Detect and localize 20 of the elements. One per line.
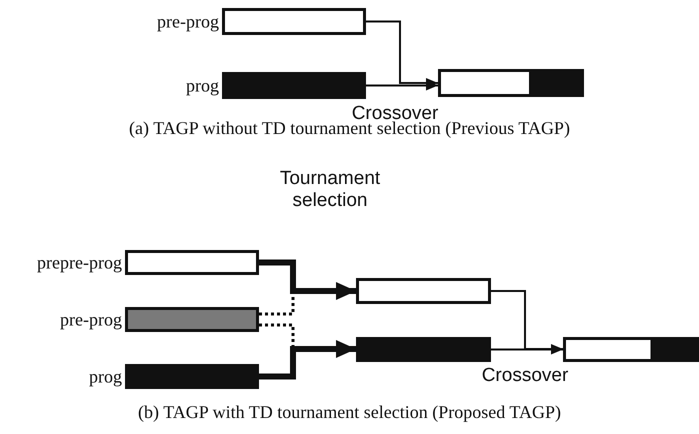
figure-caption: (b) TAGP with TD tournament selection (Proposed TAGP) — [137, 402, 562, 423]
program-label: pre-prog — [60, 309, 122, 330]
program-bar — [125, 364, 259, 389]
program-label: prog — [186, 75, 219, 96]
arrow — [259, 340, 356, 380]
program-bar — [438, 69, 584, 97]
program-bar — [356, 337, 491, 362]
program-bar — [563, 337, 699, 362]
program-bar — [222, 72, 366, 99]
arrow — [259, 260, 356, 300]
program-bar — [125, 307, 259, 332]
step-label: Tournament selection — [278, 168, 382, 212]
program-label: prepre-prog — [37, 252, 122, 273]
program-label: pre-prog — [157, 11, 219, 32]
program-bar — [125, 250, 259, 275]
step-label: Crossover — [480, 365, 570, 387]
program-bar — [222, 8, 366, 35]
figure-caption: (a) TAGP without TD tournament selection (Previous TAGP) — [128, 118, 571, 139]
program-bar — [356, 278, 491, 304]
program-label: prog — [89, 366, 122, 387]
